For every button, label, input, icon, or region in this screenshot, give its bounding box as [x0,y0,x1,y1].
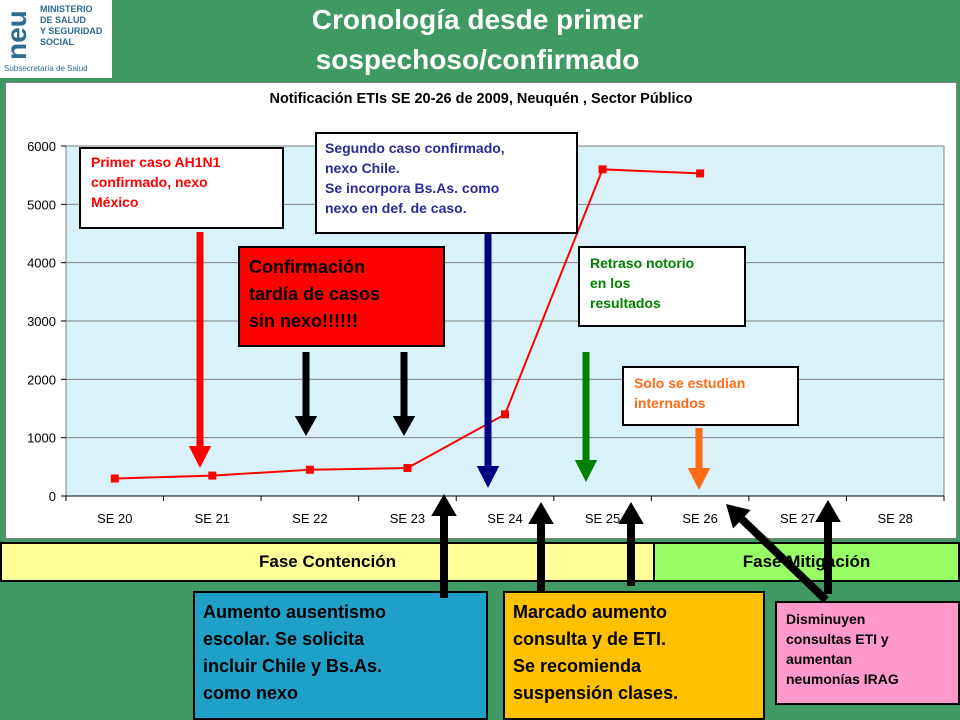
y-axis: 0 1000 2000 3000 4000 5000 6000 [27,139,66,504]
annotation-line: México [91,194,139,210]
annotation-line: como nexo [203,683,299,703]
annotation-line: Confirmación [249,257,366,277]
annotation-retraso-resultados: Retraso notorio en los resultados [578,246,746,327]
annotation-line: aumentan [786,651,853,667]
annotation-line: Disminuyen [786,611,866,627]
annotation-line: Se recomienda [513,656,642,676]
phase-contencion: Fase Contención [0,542,655,582]
annotation-segundo-caso: Segundo caso confirmado, nexo Chile. Se … [315,132,578,234]
annotation-line: Solo se estudian [634,375,746,391]
annotation-primer-caso: Primer caso AH1N1 confirmado, nexo Méxic… [79,147,284,229]
x-tick-label: SE 28 [878,511,913,526]
slide-title-line2: sospechoso/confirmado [315,44,640,75]
slide-title: Cronología desde primer sospechoso/confi… [115,0,840,80]
annotation-line: sin nexo!!!!!! [249,311,358,331]
data-point [598,165,607,174]
annotation-line: tardía de casos [249,284,381,304]
annotation-line: escolar. Se solicita [203,629,365,649]
y-tick-label: 4000 [27,256,56,271]
annotation-confirmacion-tardia: Confirmación tardía de casos sin nexo!!!… [238,246,445,347]
x-tick-label: SE 21 [195,511,230,526]
x-tick-label: SE 26 [682,511,717,526]
y-tick-label: 6000 [27,139,56,154]
y-tick-label: 0 [49,489,56,504]
annotation-line: Aumento ausentismo [203,602,387,622]
y-tick-label: 3000 [27,314,56,329]
annotation-line: nexo Chile. [325,160,400,176]
y-tick-label: 2000 [27,372,56,387]
annotation-aumento-ausentismo: Aumento ausentismo escolar. Se solicita … [193,591,488,720]
data-point [696,169,705,178]
annotation-line: Se incorpora Bs.As. como [325,180,500,196]
data-point [110,474,119,483]
x-tick-label: SE 22 [292,511,327,526]
annotation-disminuyen-consultas: Disminuyen consultas ETI y aumentan neum… [775,601,960,705]
x-tick-label: SE 25 [585,511,620,526]
annotation-line: internados [634,395,706,411]
ministry-logo: neu MINISTERIO DE SALUD Y SEGURIDAD SOCI… [0,0,112,78]
y-tick-label: 1000 [27,431,56,446]
phase-label: Fase Contención [259,552,396,571]
data-point [305,465,314,474]
slide-title-line1: Cronología desde primer [311,4,644,35]
annotation-line: Segundo caso confirmado, [325,140,505,156]
annotation-line: consultas ETI y [786,631,889,647]
annotation-line: Retraso notorio [590,255,695,271]
x-tick-label: SE 23 [390,511,425,526]
logo-line: DE SALUD [40,15,87,25]
annotation-line: confirmado, nexo [91,174,208,190]
logo-line: MINISTERIO [40,4,93,14]
y-tick-label: 5000 [27,197,56,212]
annotation-line: nexo en def. de caso. [325,200,467,216]
neu-logo-mark: neu [2,10,32,60]
annotation-line: incluir Chile y Bs.As. [203,656,383,676]
logo-line: Y SEGURIDAD [40,26,103,36]
logo-ministry-name: MINISTERIO DE SALUD Y SEGURIDAD SOCIAL [40,4,102,48]
chart-title: Notificación ETIs SE 20-26 de 2009, Neuq… [269,91,693,107]
annotation-line: neumonías IRAG [786,671,899,687]
logo-mark-text: neu [2,10,32,60]
series-group [110,165,705,483]
data-point [403,464,412,472]
x-tick-label: SE 27 [780,511,815,526]
annotation-line: Primer caso AH1N1 [91,154,221,170]
annotation-line: Marcado aumento [513,602,668,622]
logo-line: SOCIAL [40,37,75,47]
annotation-line: suspensión clases. [513,683,679,703]
logo-subsecretaria: Subsecretaría de Salud [4,64,88,73]
phase-mitigacion: Fase Mitigación [653,542,960,582]
annotation-line: consulta y de ETI. [513,629,667,649]
annotation-marcado-aumento: Marcado aumento consulta y de ETI. Se re… [503,591,765,720]
annotation-line: resultados [590,295,661,311]
phase-label: Fase Mitigación [742,552,871,571]
annotation-line: en los [590,275,631,291]
x-tick-label: SE 20 [97,511,132,526]
x-tick-label: SE 24 [487,511,522,526]
data-point [501,410,509,419]
data-point [208,471,217,480]
annotation-solo-internados: Solo se estudian internados [622,366,799,426]
x-axis: SE 20 SE 21 SE 22 SE 23 SE 24 SE 25 SE 26 SE 27… [65,495,945,526]
